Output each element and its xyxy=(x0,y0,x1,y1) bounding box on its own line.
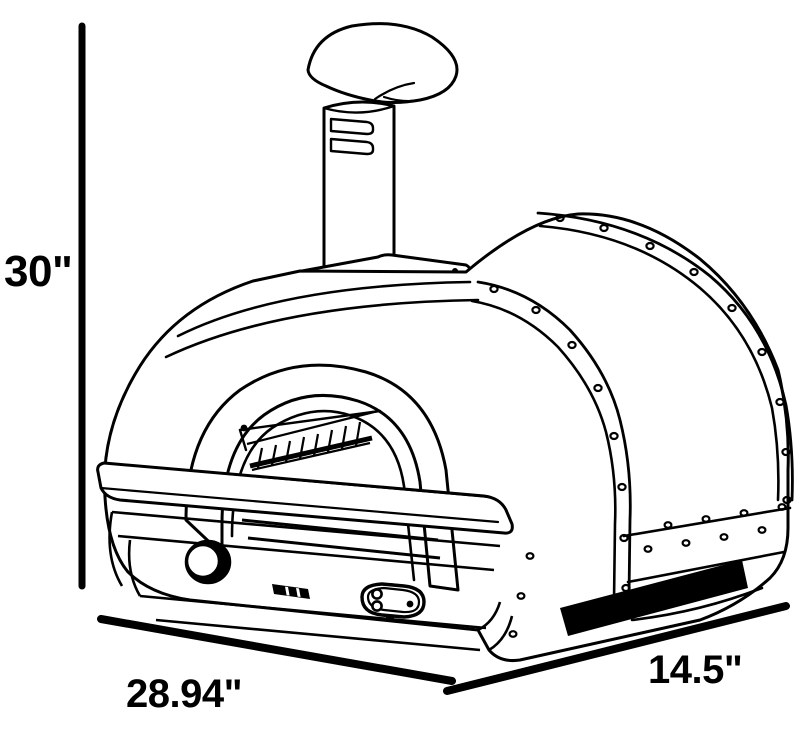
badge-mark xyxy=(272,584,310,599)
panel-top-line xyxy=(111,510,501,548)
chimney-cap-underedge xyxy=(382,95,427,103)
dome-front-seam-upper xyxy=(176,280,472,338)
rivet xyxy=(609,431,619,441)
rivet xyxy=(619,533,629,543)
dome-rear-seam-outer xyxy=(536,211,794,502)
side-panel-rivets xyxy=(643,503,787,553)
front-ledge-shelf xyxy=(96,461,514,535)
chimney-pipe-top-lip xyxy=(322,104,396,114)
panel-base-line xyxy=(155,618,481,652)
rivet xyxy=(617,482,627,492)
rivet xyxy=(593,383,603,393)
mouth-hinge-pin xyxy=(240,424,248,432)
corner-seam-inner xyxy=(477,601,502,632)
chimney-assembly xyxy=(298,22,471,297)
depth-dimension-line xyxy=(443,602,790,695)
corner-seam xyxy=(488,615,514,652)
rivet xyxy=(567,340,577,350)
front-corner-rivets xyxy=(508,552,535,638)
dome-rear-seam-inner xyxy=(538,224,780,502)
chimney-damper-slot-upper xyxy=(329,117,375,136)
dome-front-seam-lower xyxy=(164,298,480,359)
valve-indicator-dot xyxy=(406,600,414,608)
grate-frame-bottom xyxy=(251,441,371,472)
mouth-interior-top xyxy=(238,409,382,432)
front-right-corner-lines xyxy=(477,601,514,652)
chimney-damper-slot-lower xyxy=(329,137,375,156)
ledge-bar xyxy=(96,461,514,535)
corner-curve xyxy=(108,511,124,587)
rivet xyxy=(757,526,767,534)
grate-shadow xyxy=(249,435,373,469)
rivet xyxy=(719,533,729,541)
side-bottom-rim xyxy=(630,586,764,622)
ledge-top-edge xyxy=(102,461,492,499)
deck-edge-back xyxy=(247,536,441,560)
ledge-front-bevel xyxy=(99,486,500,524)
badge-notch-a xyxy=(285,586,290,596)
rivet xyxy=(516,592,526,600)
chimney-cap-inner-fold xyxy=(373,81,416,101)
temperature-control-knob[interactable] xyxy=(184,539,232,585)
height-dimension-label: 30" xyxy=(4,247,73,296)
rivet xyxy=(782,495,792,505)
front-control-panel xyxy=(111,510,501,652)
rivet xyxy=(701,515,711,523)
dome-corner-seam-inner xyxy=(470,299,617,603)
rivet xyxy=(663,521,673,529)
oven-dome-body xyxy=(102,211,794,662)
depth-dimension-label: 14.5" xyxy=(648,648,743,692)
badge-notch-b xyxy=(296,588,301,597)
rivet xyxy=(739,509,749,517)
width-dimension-label: 28.94" xyxy=(126,672,243,716)
oven-cooking-grate xyxy=(246,409,379,472)
mouth-interior-left-wall xyxy=(238,428,248,452)
knob-face[interactable] xyxy=(185,543,221,579)
rivet xyxy=(489,284,499,294)
dome-corner-rivets xyxy=(489,284,631,593)
valve-tab-top xyxy=(390,583,398,587)
rivet xyxy=(689,267,699,277)
front-left-corner-lines xyxy=(108,511,142,597)
rivet xyxy=(757,347,767,357)
rivet xyxy=(643,545,653,553)
side-panel-band-line-lower xyxy=(626,550,786,584)
dome-outer-shell xyxy=(102,212,790,662)
dome-rear-rivets xyxy=(555,213,792,505)
rivet xyxy=(531,305,541,315)
rivet xyxy=(777,503,787,511)
side-exhaust-vent xyxy=(560,560,748,636)
width-dimension-line xyxy=(97,615,456,685)
dimension-lines xyxy=(78,22,790,695)
gas-valve-igniter[interactable] xyxy=(360,582,426,619)
mouth-arch-outer xyxy=(184,363,460,592)
dome-corner-seam-outer xyxy=(476,280,632,598)
panel-lower-line xyxy=(139,594,487,630)
valve-button-upper[interactable] xyxy=(371,588,383,600)
rivet xyxy=(681,539,691,547)
brand-badge xyxy=(272,584,310,599)
corner-curve-inner xyxy=(127,539,142,597)
rivet xyxy=(555,213,565,223)
grate-frame-top xyxy=(246,409,379,446)
rivet xyxy=(775,397,785,407)
rivet xyxy=(781,447,791,457)
valve-button-lower[interactable] xyxy=(371,600,383,612)
valve-tab-bottom xyxy=(386,615,394,619)
rivet xyxy=(525,552,535,560)
panel-mid-line xyxy=(117,534,495,572)
rivet xyxy=(508,630,518,638)
rivet xyxy=(599,223,609,233)
rivet xyxy=(645,241,655,251)
rivet xyxy=(727,303,737,313)
chimney-rain-cap xyxy=(306,22,459,104)
